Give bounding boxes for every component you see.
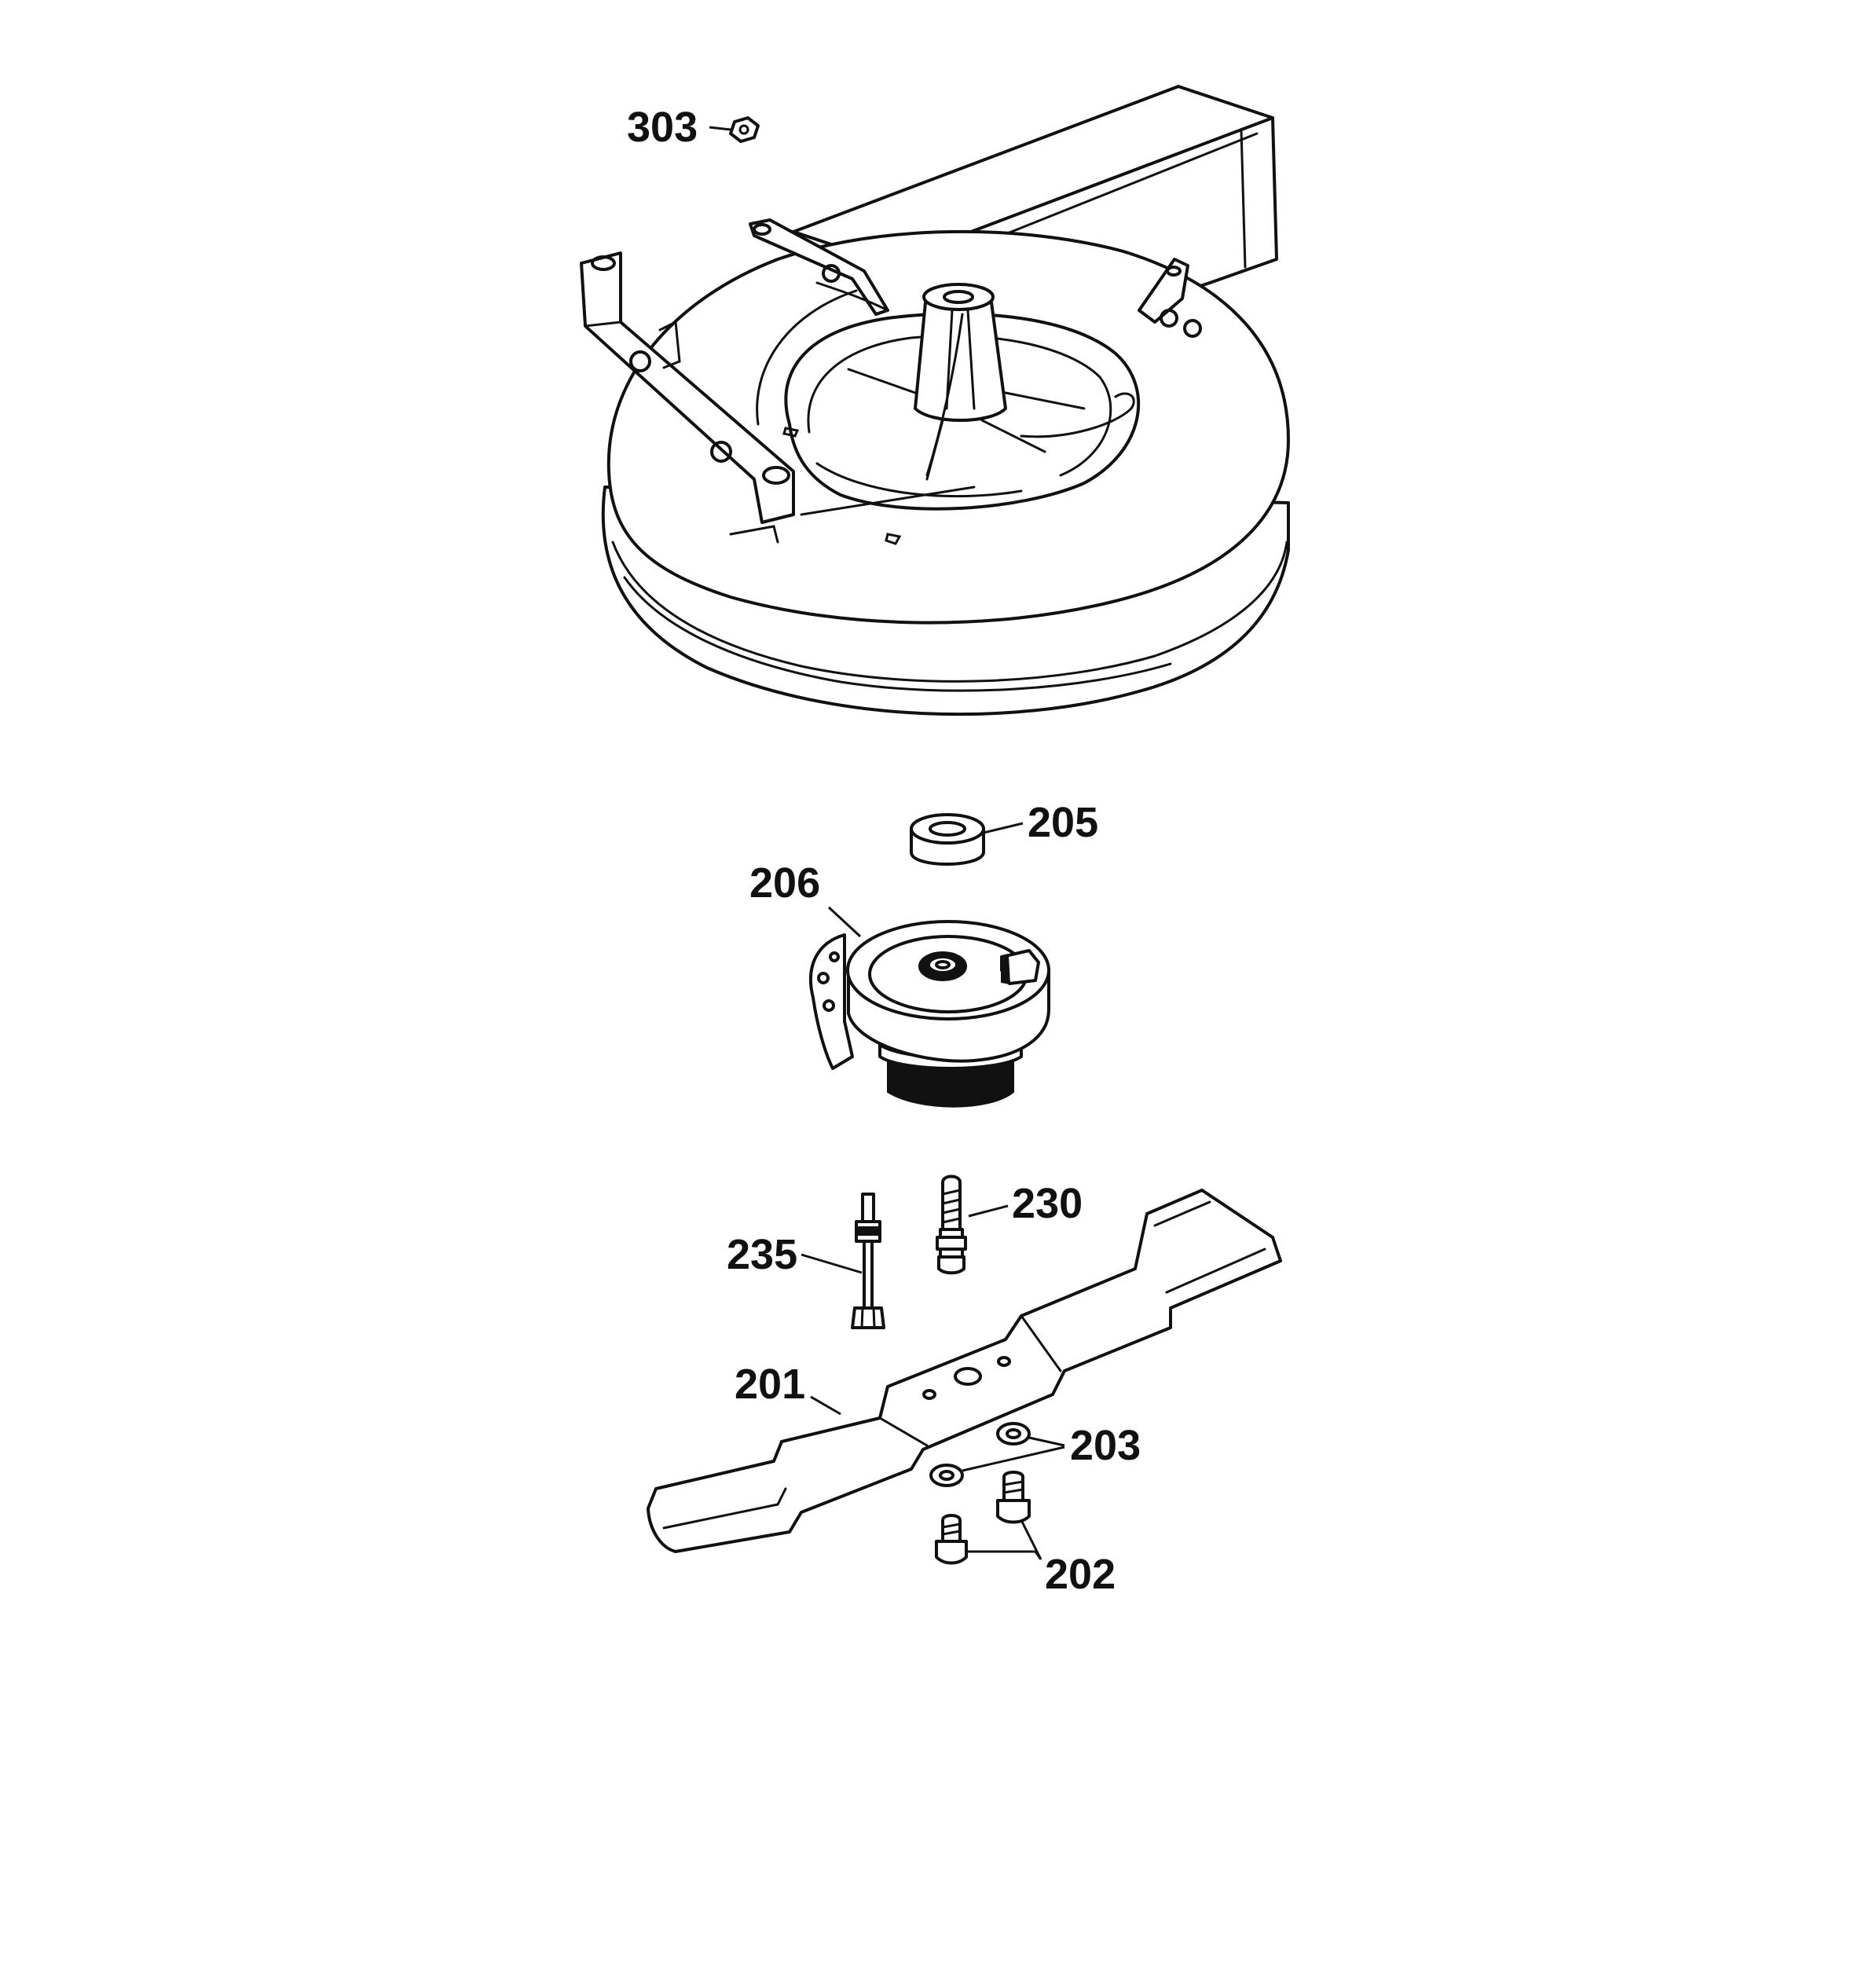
- leader-205: [983, 822, 1024, 834]
- spacer-205: [910, 813, 985, 866]
- part-label-201: 201: [735, 1361, 805, 1408]
- leader-303: [709, 126, 731, 131]
- washer-203-a: [996, 1422, 1031, 1446]
- leader-203: [962, 1436, 1065, 1472]
- electric-clutch-206: [808, 920, 1050, 1108]
- leader-201: [810, 1395, 841, 1416]
- part-label-235: 235: [727, 1231, 797, 1278]
- deck-dome: [606, 229, 1290, 625]
- bolt-230: [936, 1174, 967, 1275]
- part-label-205: 205: [1028, 799, 1098, 846]
- threaded-rod-235: [851, 1193, 885, 1329]
- mower-deck-housing: [580, 85, 1290, 716]
- bolt-202-b: [935, 1514, 968, 1565]
- part-label-230: 230: [1012, 1180, 1083, 1227]
- right-mounting-bracket: [1138, 258, 1202, 338]
- spindle-housing: [847, 283, 1135, 481]
- leader-235: [801, 1253, 863, 1274]
- part-label-203: 203: [1070, 1422, 1141, 1469]
- rear-mounting-bracket: [749, 218, 889, 316]
- leader-202: [968, 1519, 1042, 1560]
- leader-230: [968, 1204, 1009, 1218]
- left-mounting-bracket: [580, 251, 795, 544]
- part-label-303: 303: [627, 104, 698, 151]
- bolt-202-a: [996, 1471, 1031, 1524]
- washer-203-b: [929, 1464, 964, 1487]
- part-label-206: 206: [749, 859, 820, 907]
- nut-303: [729, 116, 760, 143]
- leader-206: [827, 906, 862, 938]
- deck-inner-ring: [784, 312, 1141, 511]
- mower-blade-201: [647, 1189, 1282, 1553]
- part-label-202: 202: [1045, 1551, 1116, 1598]
